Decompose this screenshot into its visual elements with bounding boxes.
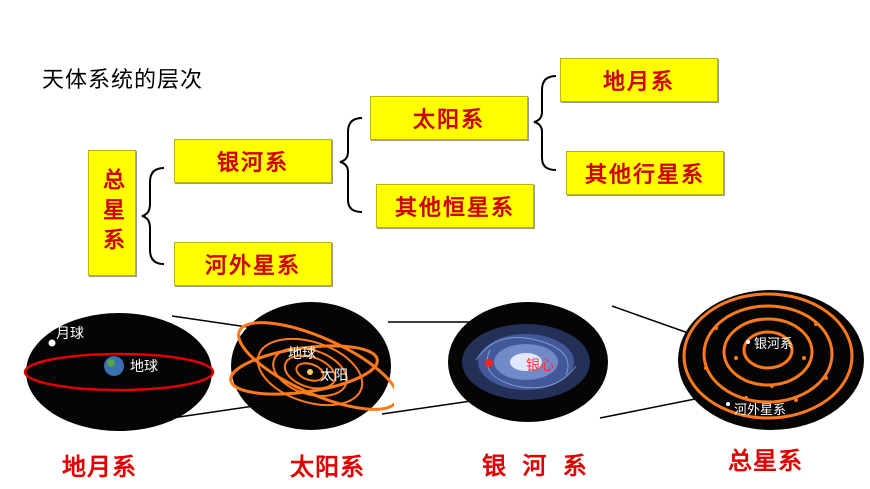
sun-label: 太阳 (320, 368, 348, 384)
box-earth-moon: 地月系 (560, 58, 718, 102)
box-other-stellar-label: 其他恒星系 (394, 195, 515, 221)
box-other-planetary: 其他行星系 (566, 151, 724, 195)
solar-earth-label: 地球 (288, 346, 316, 362)
universe-extragalactic-label: 河外星系 (734, 403, 786, 418)
universe-galaxy-label: 银河系 (754, 337, 793, 352)
galaxy-diagram: 银心 (448, 302, 608, 422)
box-other-stellar: 其他恒星系 (376, 184, 534, 228)
label-solar: 太阳系 (290, 453, 365, 481)
box-universe: 总星系 (88, 150, 136, 276)
moon-dot (48, 339, 56, 347)
universe-diagram: 银河系 河外星系 (678, 290, 864, 430)
galactic-center-label: 银心 (526, 358, 554, 374)
box-galaxy: 银河系 (174, 139, 332, 183)
sun-dot (307, 369, 313, 375)
label-universe: 总星系 (728, 447, 803, 475)
box-extragalactic: 河外星系 (174, 242, 332, 286)
box-universe-label: 总星系 (99, 168, 125, 258)
page-title: 天体系统的层次 (42, 68, 204, 93)
galactic-center-dot (485, 359, 493, 367)
box-solar-label: 太阳系 (412, 107, 485, 133)
box-earth-moon-label: 地月系 (602, 69, 675, 95)
box-extragalactic-label: 河外星系 (204, 253, 301, 279)
solar-diagram: 地球 太阳 (229, 302, 394, 430)
earth-label: 地球 (130, 359, 158, 375)
label-galaxy: 银 河 系 (482, 452, 591, 480)
box-solar: 太阳系 (370, 96, 528, 140)
box-other-planetary-label: 其他行星系 (584, 162, 705, 188)
label-earth-moon: 地月系 (62, 453, 137, 481)
earth-icon (104, 356, 124, 376)
moon-label: 月球 (56, 326, 84, 342)
box-galaxy-label: 银河系 (216, 150, 289, 176)
earth-moon-diagram: 月球 地球 (23, 313, 215, 431)
